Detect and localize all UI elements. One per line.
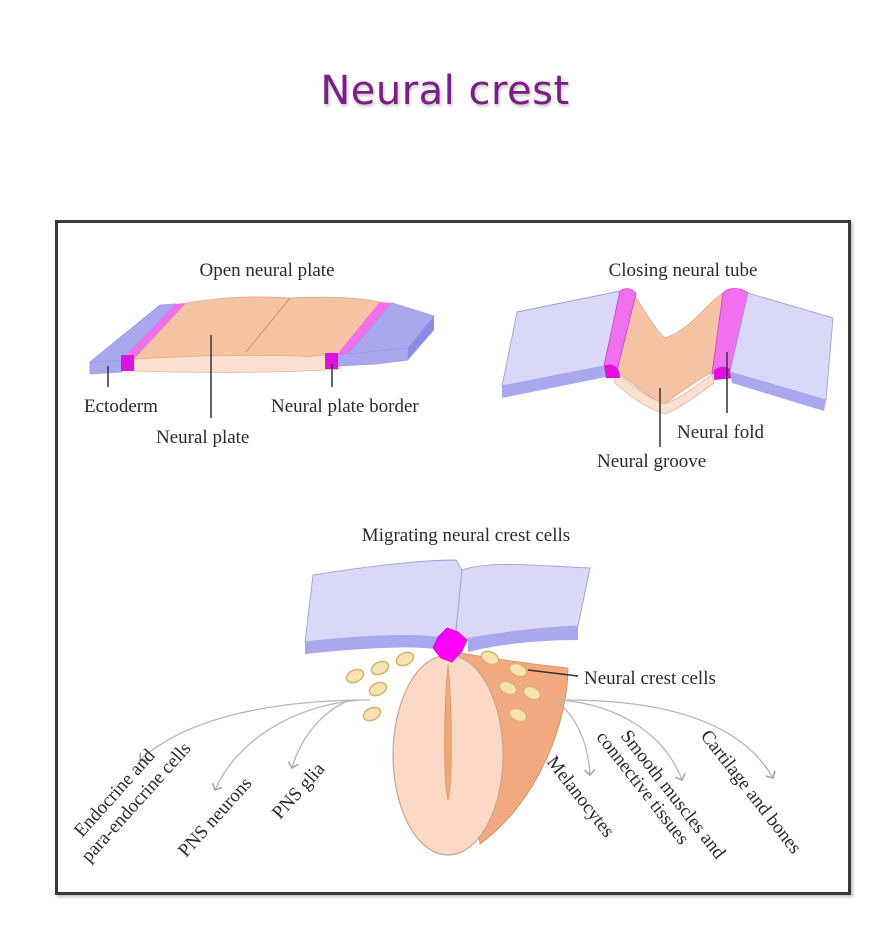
neural-tube-lumen [444, 664, 452, 801]
pns-glia-label-text: PNS glia [268, 758, 330, 823]
ectoderm-right-top [347, 302, 435, 355]
neural-plate-midline [245, 297, 291, 353]
arrow-cartilage [564, 699, 776, 780]
crest-cell [395, 651, 415, 667]
melanocytes-label-text: Melanocytes [542, 752, 618, 841]
arrow-pns-neurons [211, 699, 361, 792]
neural-crest-core [432, 627, 468, 663]
closing-neural-tube-heading: Closing neural tube [609, 260, 758, 281]
neural-plate-border-stripe-right [336, 302, 392, 356]
crest-cell [480, 650, 500, 666]
neural-plate-border-core-left [121, 355, 134, 371]
neural-plate-border-stripe-left [122, 303, 186, 360]
ectoderm-left-wing-side [502, 366, 606, 398]
arrow-endocrine [139, 699, 371, 762]
arrow-smooth-muscles [559, 699, 686, 782]
melanocytes-label: Melanocytes [542, 752, 618, 841]
neural-fold-left [603, 288, 637, 372]
neural-plate-label: Neural plate [156, 427, 249, 448]
neural-plate-border-core-right [325, 353, 338, 369]
neural-crest-cells-leader [527, 669, 579, 677]
crest-cell [498, 680, 518, 696]
open-neural-plate-panel: Open neural plate Ectoderm Neural plate … [84, 260, 435, 448]
crest-cell [522, 685, 542, 701]
crest-cell [345, 668, 365, 684]
epidermis-underside [305, 635, 440, 654]
neural-fold-core-left [604, 364, 620, 378]
crest-cell [368, 681, 388, 697]
crest-cell [362, 706, 382, 722]
neural-groove-underside [613, 371, 715, 415]
closing-neural-tube-panel: Closing neural tube Neural fold Neural g… [501, 260, 834, 472]
neural-plate-border-label: Neural plate border [271, 396, 419, 417]
open-neural-plate-heading: Open neural plate [199, 260, 334, 281]
migrating-neural-crest-panel: Migrating neural crest cells Neural cres… [70, 525, 805, 866]
crest-cell [508, 662, 528, 678]
crest-cell [508, 707, 528, 723]
neural-crest-cells [345, 650, 542, 723]
neural-crest-cells-label: Neural crest cells [584, 668, 716, 689]
arrow-pns-glia [287, 699, 351, 770]
pns-neurons-label-text: PNS neurons [174, 773, 256, 861]
pns-glia-label: PNS glia [268, 758, 330, 823]
pns-neurons-label: PNS neurons [174, 773, 256, 861]
crest-cell [370, 660, 390, 676]
epidermis-underside-right [468, 626, 578, 652]
epidermis-midline [454, 569, 463, 641]
ectoderm-right-wing-side [730, 372, 826, 411]
migrating-neural-crest-heading: Migrating neural crest cells [362, 525, 570, 546]
ectoderm-right-end [408, 316, 434, 360]
ectoderm-label: Ectoderm [84, 396, 158, 417]
neural-fold-core-right [714, 366, 734, 380]
arrow-melanocytes [554, 699, 596, 777]
neural-groove-label: Neural groove [597, 451, 706, 472]
page-title: Neural crest [320, 68, 570, 114]
neural-fold-label: Neural fold [677, 422, 765, 443]
